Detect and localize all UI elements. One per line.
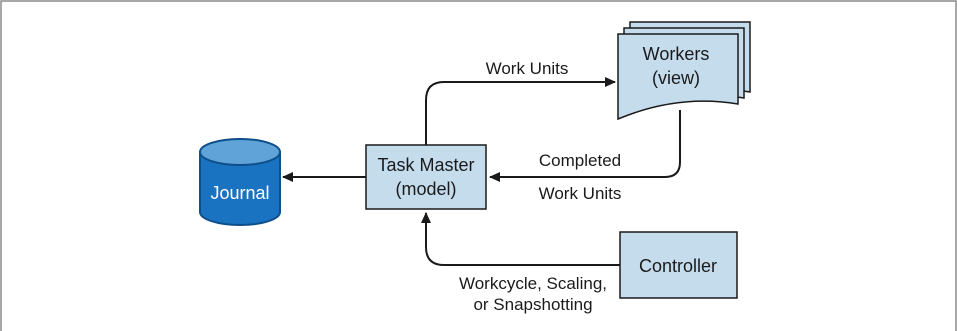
workers-title: Workers [643, 44, 710, 64]
edge-completed-label-1: Completed [539, 151, 621, 170]
workers-subtitle: (view) [652, 68, 700, 88]
edge-workcycle [421, 212, 620, 266]
workers-document-stack: Workers (view) [617, 21, 751, 121]
task-master-title: Task Master [377, 155, 474, 175]
edge-completed-label-2: Work Units [539, 184, 622, 203]
edge-completed-work-units [489, 110, 681, 182]
task-master-node: Task Master (model) [365, 144, 487, 210]
task-master-subtitle: (model) [395, 179, 456, 199]
edge-work-units [425, 77, 616, 145]
journal-label: Journal [210, 183, 269, 203]
edge-work-units-label: Work Units [486, 59, 569, 78]
controller-node: Controller [619, 231, 738, 299]
journal-database-icon: Journal [199, 138, 281, 226]
edge-workcycle-label-1: Workcycle, Scaling, [459, 274, 607, 293]
edge-workcycle-label-2: or Snapshotting [473, 295, 592, 314]
controller-label: Controller [639, 256, 717, 276]
